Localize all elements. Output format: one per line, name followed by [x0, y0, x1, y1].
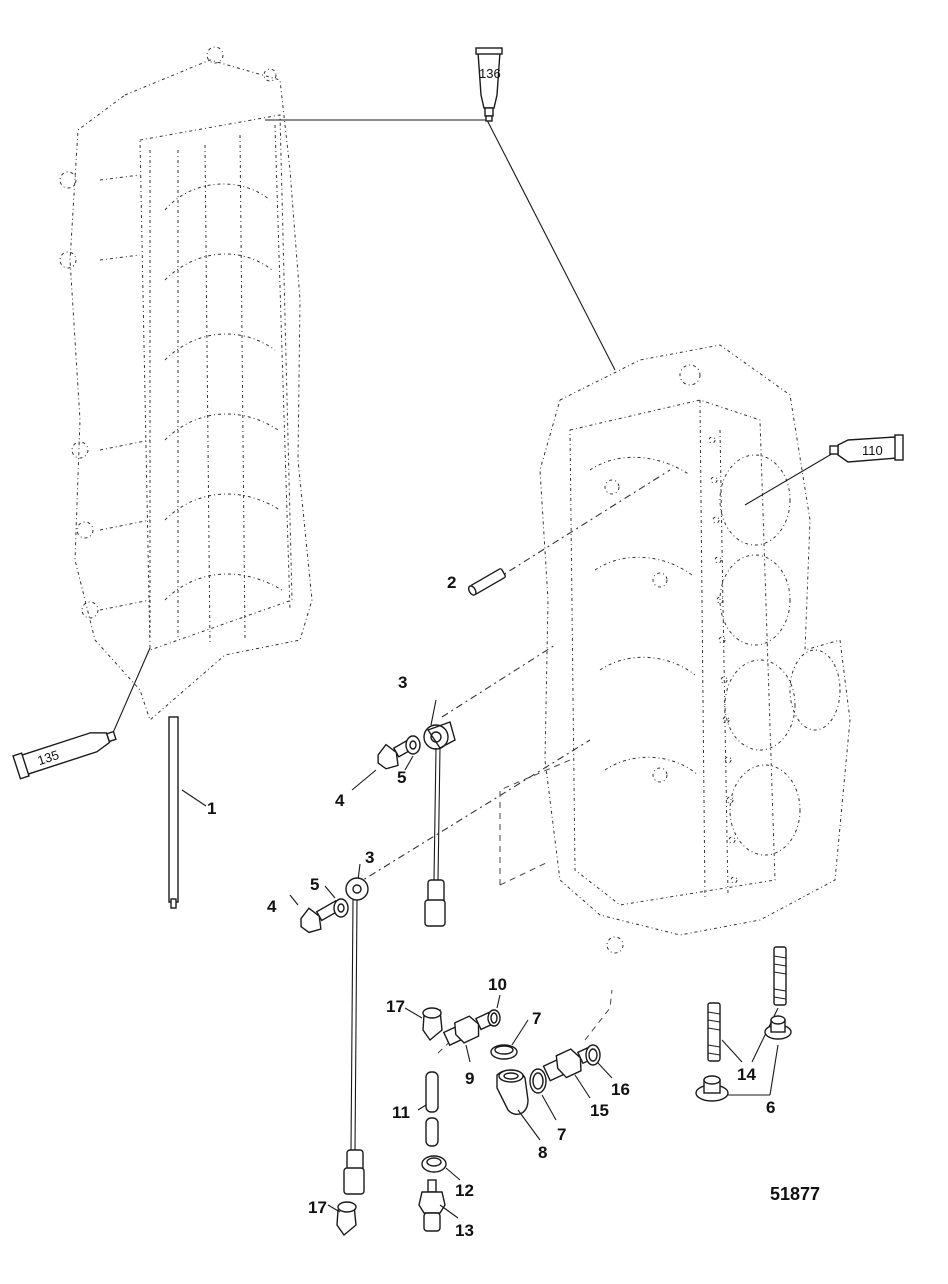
callout-2: 2: [447, 573, 456, 592]
part-7-clamp-lower: [529, 1068, 557, 1121]
callout-9: 9: [465, 1069, 474, 1088]
callout-4-upper: 4: [335, 791, 345, 810]
callout-13: 13: [455, 1221, 474, 1240]
figure-number: 51877: [770, 1184, 820, 1204]
callout-6: 6: [766, 1098, 775, 1117]
callout-16: 16: [611, 1080, 630, 1099]
part-11-hose: [417, 1071, 439, 1147]
assembly-center-lines: [111, 119, 836, 1054]
callout-3-upper: 3: [398, 673, 407, 692]
part-12-clip: [421, 1155, 461, 1181]
callout-8: 8: [538, 1143, 547, 1162]
callout-11: 11: [392, 1103, 410, 1122]
part-17-cap-upper: [404, 1007, 443, 1042]
callout-3-lower: 3: [365, 848, 374, 867]
callout-7-upper: 7: [532, 1009, 541, 1028]
part-16-o-ring: [585, 1044, 613, 1079]
part-5-washer-upper: [404, 735, 421, 771]
part-1-rod: [168, 716, 207, 909]
part-2-dowel: [467, 568, 506, 596]
part-14-studs: [707, 946, 787, 1063]
callout-1: 1: [207, 799, 216, 818]
part-13-sender: [418, 1179, 459, 1232]
part-3-sensor-lower: [343, 863, 369, 1195]
callout-labels: 1 2 3 3 4 4 5 5 6 7 7 8 9 10 11 12 13 14…: [207, 573, 820, 1240]
callout-15: 15: [590, 1101, 609, 1120]
callout-7-lower: 7: [557, 1125, 566, 1144]
callout-17-lower: 17: [308, 1198, 327, 1217]
right-cylinder-block-outline: [539, 344, 851, 954]
tube-label-110: 110: [862, 443, 883, 458]
part-8-elbow: [496, 1069, 541, 1141]
callout-5-upper: 5: [397, 768, 406, 787]
callout-5-lower: 5: [310, 875, 319, 894]
part-17-cap-lower: [327, 1201, 357, 1237]
callout-12: 12: [455, 1181, 474, 1200]
tube-label-136: 136: [479, 66, 501, 81]
tube-label-135: 135: [36, 747, 61, 768]
callout-17-upper: 17: [386, 997, 405, 1016]
left-cylinder-block-outline: [59, 46, 313, 721]
callout-10: 10: [488, 975, 507, 994]
bolt-hole-row: [708, 436, 738, 884]
callout-4-lower: 4: [267, 897, 277, 916]
part-6-nuts: [695, 1015, 792, 1102]
part-3-sensor-upper: [423, 699, 456, 927]
sealant-tube-135: 135: [12, 730, 117, 780]
callout-14: 14: [737, 1065, 756, 1084]
part-7-clamp-upper: [490, 1019, 529, 1060]
part-5-washer-lower: [324, 885, 349, 918]
sealant-tube-136: 136: [475, 47, 503, 122]
sealant-tube-110: 110: [829, 434, 904, 463]
part-10-o-ring: [487, 994, 501, 1027]
part-15-fitting: [542, 1046, 595, 1099]
